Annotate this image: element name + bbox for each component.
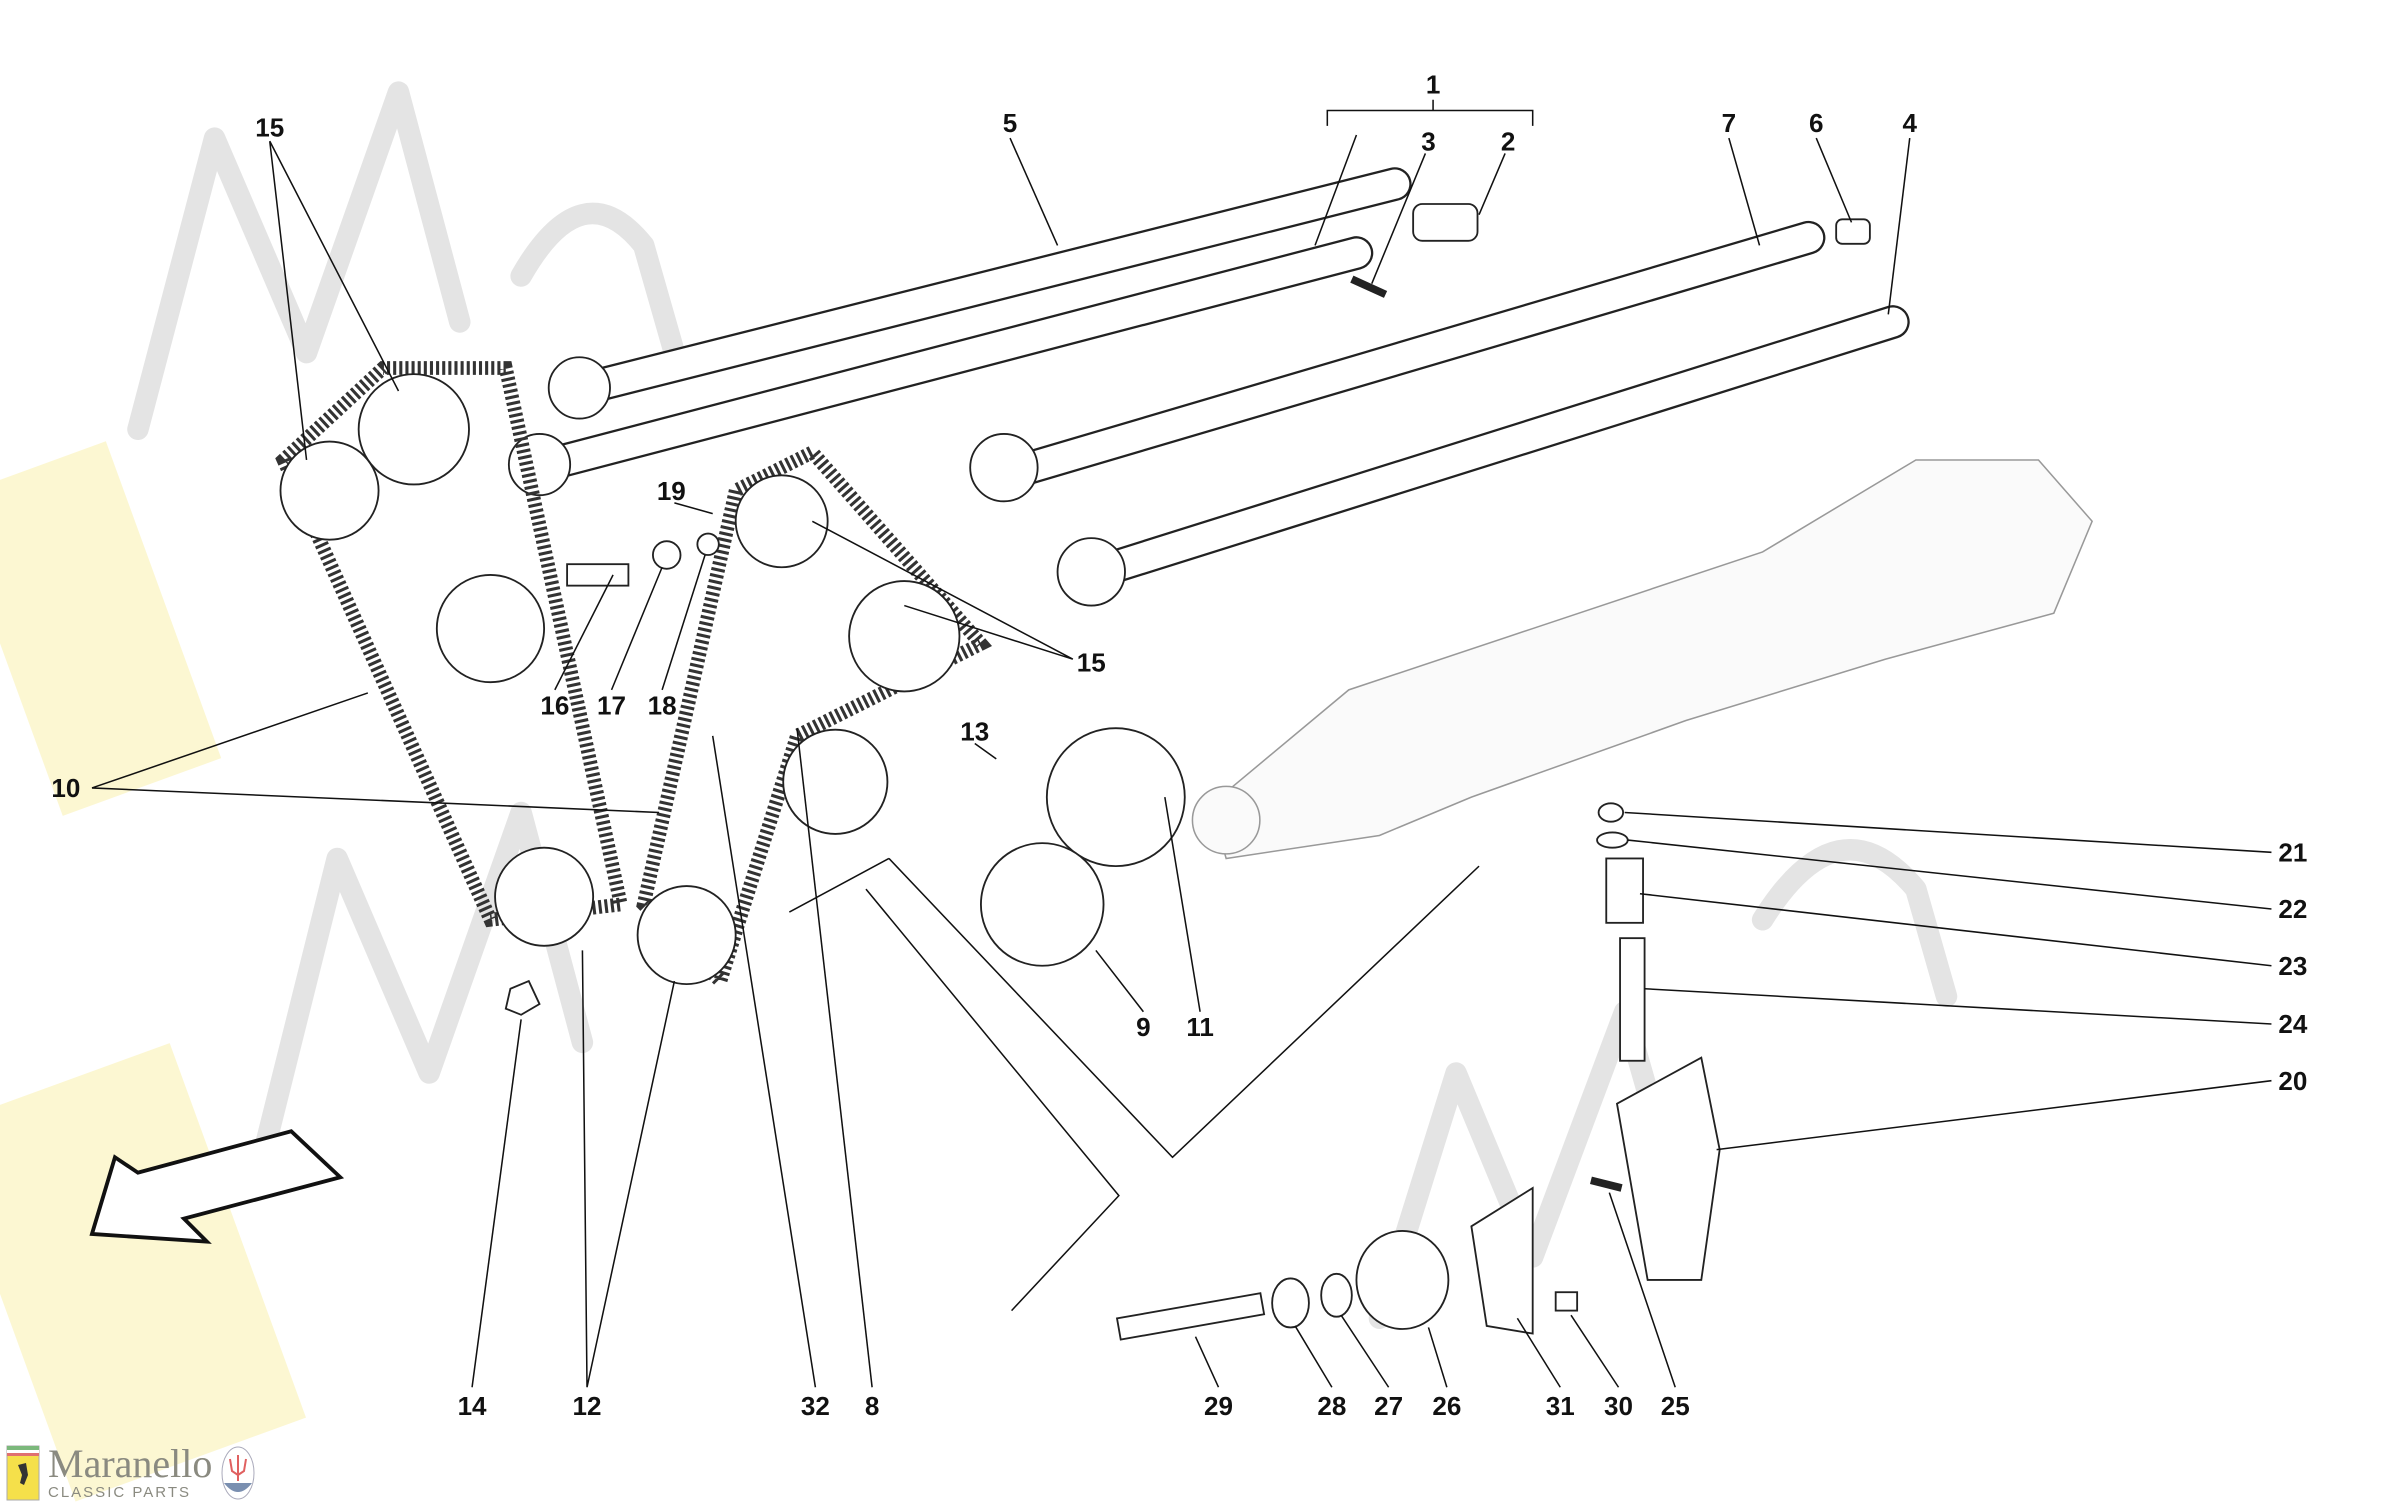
callout-1: 1: [1426, 70, 1440, 100]
logo-brand: Maranello: [48, 1441, 213, 1486]
callout-9: 9: [1136, 1012, 1151, 1042]
camshaft-5: [547, 167, 1412, 420]
washer-27: [1320, 1272, 1353, 1318]
callout-32: 32: [801, 1391, 830, 1421]
ring-18: [696, 532, 720, 556]
tensioner-16: [435, 573, 546, 684]
callout-4: 4: [1902, 108, 1917, 138]
front-direction-arrow-icon: [89, 1129, 345, 1244]
callout-23: 23: [2278, 951, 2307, 981]
callout-29: 29: [1204, 1391, 1233, 1421]
callout-2: 2: [1501, 126, 1515, 156]
callout-7: 7: [1722, 108, 1737, 138]
pin-3: [1350, 275, 1388, 298]
callout-21: 21: [2278, 838, 2307, 868]
callout-6: 6: [1809, 108, 1824, 138]
pulley-15c: [734, 474, 829, 569]
bolt-29: [1115, 1292, 1266, 1341]
callout-28: 28: [1317, 1391, 1346, 1421]
arm-20: [1615, 1056, 1721, 1281]
bracket-31: [1470, 1186, 1534, 1335]
callout-16: 16: [540, 690, 569, 720]
maranello-logo: Maranello CLASSIC PARTS: [6, 1444, 256, 1501]
pulley-15d: [848, 580, 961, 693]
callout-labels: 1 2 3 4 5 6 7 8 9 10 11 12 13 14 15 15 1…: [51, 70, 2307, 1421]
callout-13: 13: [960, 716, 989, 746]
camshaft-4: [1056, 305, 1910, 607]
maserati-badge-icon: [221, 1446, 255, 1499]
callout-5: 5: [1003, 108, 1017, 138]
pulley-12a: [494, 846, 595, 947]
callout-12: 12: [573, 1391, 602, 1421]
nut-14: [504, 979, 541, 1016]
timing-belts: [275, 361, 1186, 1016]
callout-31: 31: [1546, 1391, 1575, 1421]
callout-24: 24: [2278, 1009, 2307, 1039]
pin-30: [1554, 1291, 1579, 1312]
callout-26: 26: [1432, 1391, 1461, 1421]
phaser-2: [1412, 203, 1479, 242]
callout-3: 3: [1421, 126, 1436, 156]
callout-20: 20: [2278, 1066, 2307, 1096]
camshafts: [507, 167, 1910, 607]
leader-lines: [91, 99, 2272, 1388]
bearing-26: [1355, 1229, 1450, 1330]
camshaft-1: [507, 236, 1374, 497]
crankshaft: [1191, 459, 2094, 860]
washer-22: [1596, 831, 1629, 849]
tensioner-8: [782, 728, 889, 835]
callout-8: 8: [865, 1391, 880, 1421]
spring-23: [1605, 857, 1644, 924]
callout-15: 15: [255, 113, 284, 143]
tensioner-assembly: [1115, 802, 1721, 1341]
gear-11: [1045, 727, 1186, 868]
callout-11: 11: [1186, 1012, 1214, 1042]
ferrari-badge-icon: [6, 1445, 40, 1500]
pulley-15b: [357, 373, 470, 486]
callout-14: 14: [458, 1391, 487, 1421]
callout-17: 17: [597, 690, 626, 720]
callout-27: 27: [1374, 1391, 1403, 1421]
callout-30: 30: [1604, 1391, 1633, 1421]
pushrod-24: [1619, 937, 1646, 1062]
pulley-15a: [279, 440, 380, 541]
logo-tagline: CLASSIC PARTS: [48, 1484, 191, 1501]
callout-18: 18: [648, 690, 677, 720]
watermark: [0, 81, 1958, 1502]
camshaft-7: [969, 220, 1826, 503]
pin-25: [1590, 1176, 1623, 1192]
pulley-12b: [636, 885, 737, 986]
callout-10: 10: [51, 773, 80, 803]
callout-22: 22: [2278, 894, 2307, 924]
callout-19: 19: [657, 476, 686, 506]
gear-9: [980, 842, 1105, 967]
washer-28: [1271, 1277, 1310, 1329]
plug-6: [1835, 218, 1871, 245]
nut-21: [1597, 802, 1625, 823]
bolt-16: [566, 563, 630, 587]
callout-25: 25: [1661, 1391, 1690, 1421]
callout-15: 15: [1077, 647, 1106, 677]
washer-17: [652, 540, 682, 570]
